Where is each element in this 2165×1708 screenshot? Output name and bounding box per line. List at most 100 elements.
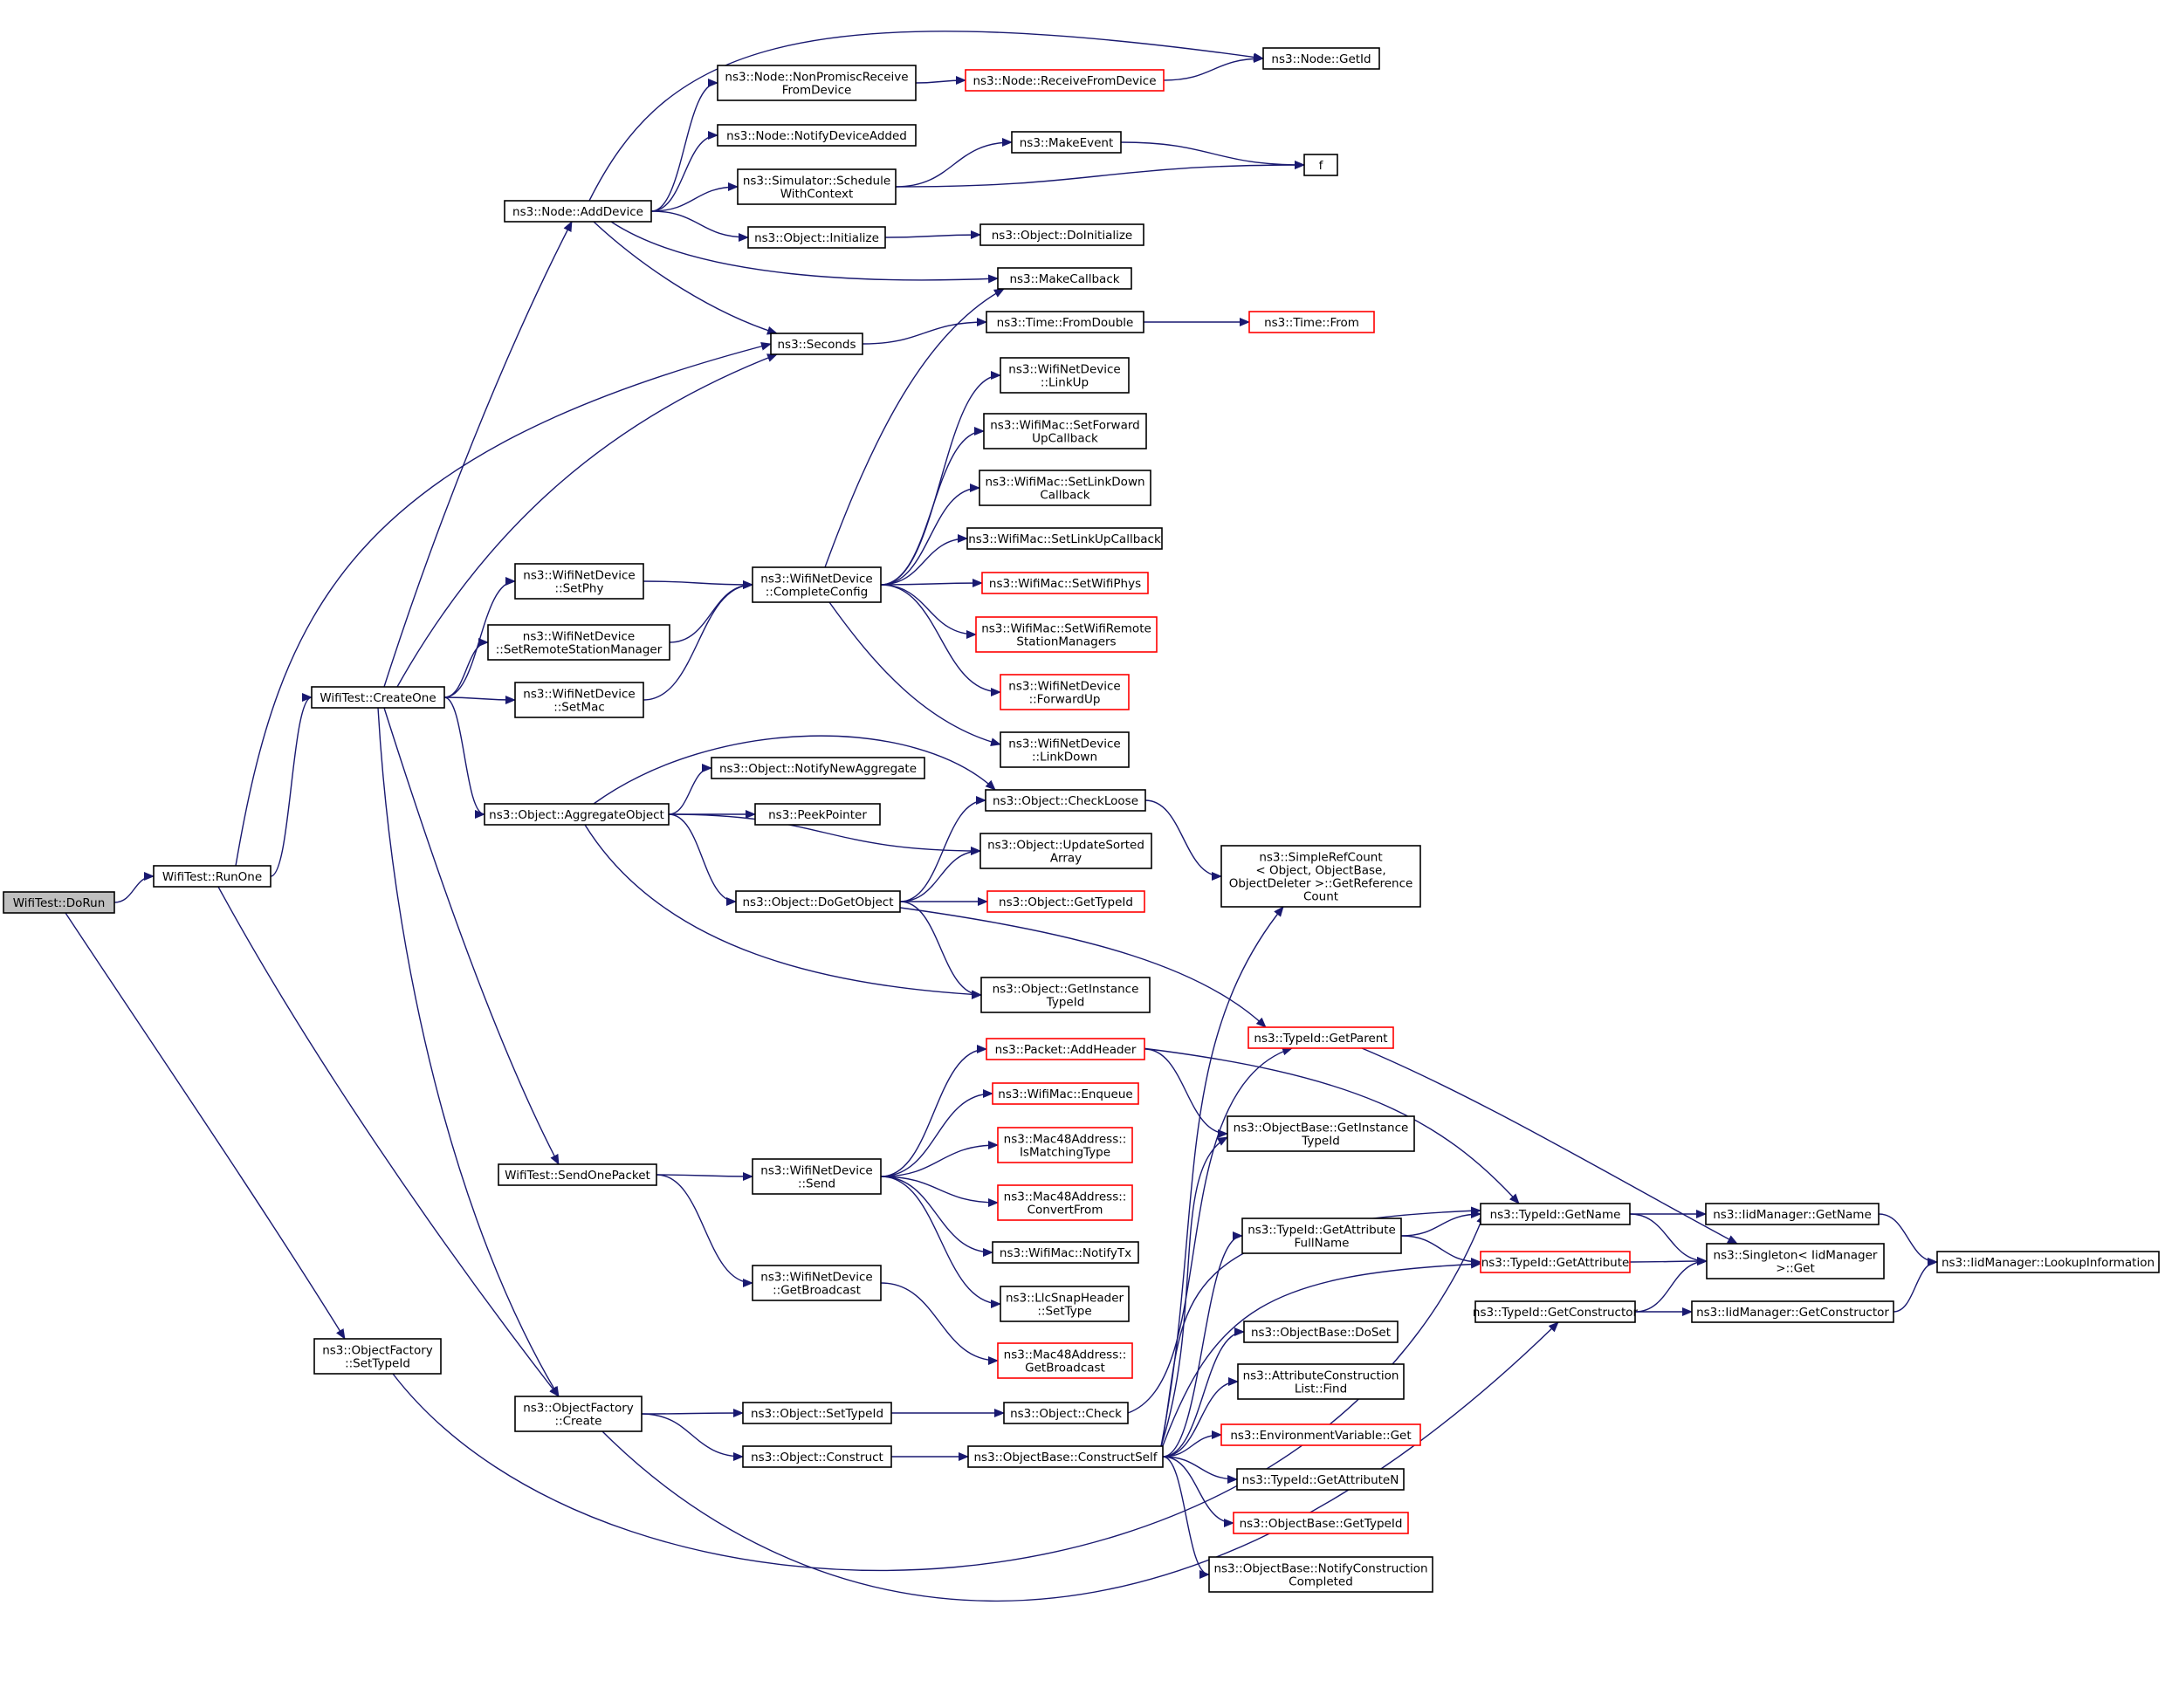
node-node-getid[interactable]: ns3::Node::GetId: [1262, 47, 1380, 70]
node-typeid-getparent[interactable]: ns3::TypeId::GetParent: [1247, 1026, 1394, 1049]
node-objectbase-constructself[interactable]: ns3::ObjectBase::ConstructSelf: [967, 1445, 1164, 1468]
node-wifitest-createone[interactable]: WifiTest::CreateOne: [311, 686, 445, 709]
node-simplerefcount[interactable]: ns3::SimpleRefCount< Object, ObjectBase,…: [1220, 845, 1421, 908]
node-box: [752, 1265, 882, 1301]
node-wifimac-setwifiphys[interactable]: ns3::WifiMac::SetWifiPhys: [981, 572, 1149, 594]
node-box: [986, 1038, 1145, 1060]
node-wifimac-notifytx[interactable]: ns3::WifiMac::NotifyTx: [992, 1241, 1139, 1264]
node-typeid-getconstructor[interactable]: ns3::TypeId::GetConstructor: [1473, 1300, 1639, 1323]
node-wifitest-sendonepacket[interactable]: WifiTest::SendOnePacket: [498, 1163, 657, 1186]
node-mac48-getbroadcast[interactable]: ns3::Mac48Address::GetBroadcast: [997, 1342, 1133, 1379]
node-environmentvariable-get[interactable]: ns3::EnvironmentVariable::Get: [1220, 1423, 1421, 1446]
node-label: f: [1319, 159, 1324, 173]
call-edge-simulator_schedulewithcontext-to-f: [895, 161, 1305, 188]
node-box: [1262, 47, 1380, 70]
node-wnd-send[interactable]: ns3::WifiNetDevice::Send: [752, 1158, 882, 1195]
node-iidmanager-getconstructor[interactable]: ns3::IidManager::GetConstructor: [1691, 1300, 1894, 1323]
node-wnd-forwardup[interactable]: ns3::WifiNetDevice::ForwardUp: [1000, 674, 1130, 710]
node-llcsnap-settype[interactable]: ns3::LlcSnapHeader::SetType: [1000, 1286, 1130, 1322]
node-time-fromdouble[interactable]: ns3::Time::FromDouble: [986, 311, 1144, 333]
node-box: [1480, 1251, 1631, 1273]
node-object-construct[interactable]: ns3::Object::Construct: [742, 1445, 892, 1468]
node-box: [992, 1082, 1139, 1105]
node-object-aggregate[interactable]: ns3::Object::AggregateObject: [484, 803, 670, 826]
node-mac48-convertfrom[interactable]: ns3::Mac48Address::ConvertFrom: [997, 1184, 1133, 1221]
node-label: IsMatchingType: [1020, 1146, 1110, 1160]
node-time-from[interactable]: ns3::Time::From: [1248, 311, 1375, 333]
node-wifimac-setlinkupcallback[interactable]: ns3::WifiMac::SetLinkUpCallback: [966, 527, 1163, 550]
node-iidmanager-getname[interactable]: ns3::IidManager::GetName: [1705, 1203, 1880, 1225]
node-node-adddevice[interactable]: ns3::Node::AddDevice: [504, 200, 652, 223]
call-edge-typeid_getconstructor-to-singleton_get: [1634, 1257, 1708, 1313]
node-object-initialize[interactable]: ns3::Object::Initialize: [747, 226, 886, 249]
node-packet-addheader[interactable]: ns3::Packet::AddHeader: [986, 1038, 1145, 1060]
node-objectfactory-create[interactable]: ns3::ObjectFactory::Create: [514, 1396, 643, 1432]
node-wnd-setmac[interactable]: ns3::WifiNetDevice::SetMac: [514, 682, 644, 718]
node-mac48-ismatchingtype[interactable]: ns3::Mac48Address::IsMatchingType: [997, 1127, 1133, 1163]
node-typeid-getattribute[interactable]: ns3::TypeId::GetAttribute: [1480, 1251, 1631, 1273]
call-edge-objectbase_constructself-to-typeid_getattribute: [1160, 1259, 1481, 1451]
node-label: ns3::Object::CheckLoose: [993, 794, 1138, 808]
node-iidmanager-lookupinformation[interactable]: ns3::IidManager::LookupInformation: [1936, 1251, 2160, 1273]
call-edge-node_receivefromdevice-to-node_getid: [1163, 54, 1264, 81]
node-wifitest-runone[interactable]: WifiTest::RunOne: [153, 865, 271, 888]
node-objectbase-doset[interactable]: ns3::ObjectBase::DoSet: [1243, 1320, 1399, 1343]
node-wnd-getbroadcast[interactable]: ns3::WifiNetDevice::GetBroadcast: [752, 1265, 882, 1301]
node-objectfactory-settypeid[interactable]: ns3::ObjectFactory::SetTypeId: [313, 1338, 442, 1375]
node-box: [1480, 1203, 1631, 1225]
node-objectbase-gettypeid[interactable]: ns3::ObjectBase::GetTypeId: [1233, 1512, 1409, 1534]
node-label: ns3::WifiNetDevice: [1008, 680, 1120, 694]
call-edge-wnd_completeconfig-to-wifimac_setforwardupcallback: [880, 427, 985, 586]
node-box: [979, 470, 1151, 506]
call-edge-objectbase_constructself-to-attrconstructionlist_find: [1162, 1377, 1239, 1458]
call-edge-object_aggregate-to-object_dogetobject: [668, 813, 737, 906]
node-peekpointer[interactable]: ns3::PeekPointer: [754, 803, 881, 826]
node-typeid-getattributen[interactable]: ns3::TypeId::GetAttributeN: [1236, 1468, 1405, 1491]
node-box: [742, 1445, 892, 1468]
node-object-gettypeid[interactable]: ns3::Object::GetTypeId: [986, 890, 1145, 913]
node-singleton-get[interactable]: ns3::Singleton< IidManager>::Get: [1706, 1243, 1885, 1279]
node-box: [997, 267, 1132, 290]
node-wnd-setremote[interactable]: ns3::WifiNetDevice::SetRemoteStationMana…: [487, 624, 670, 661]
node-wnd-completeconfig[interactable]: ns3::WifiNetDevice::CompleteConfig: [752, 566, 882, 603]
call-edge-objectbase_constructself-to-objectbase_notifyconstruction: [1162, 1456, 1210, 1579]
node-seconds[interactable]: ns3::Seconds: [770, 333, 863, 355]
node-wifimac-setwifiremote[interactable]: ns3::WifiMac::SetWifiRemoteStationManage…: [975, 616, 1158, 653]
node-node-notifydeviceadded[interactable]: ns3::Node::NotifyDeviceAdded: [717, 124, 917, 147]
node-object-checkloose[interactable]: ns3::Object::CheckLoose: [985, 789, 1146, 812]
node-label: ns3::WifiNetDevice: [523, 688, 635, 702]
node-makecallback[interactable]: ns3::MakeCallback: [997, 267, 1132, 290]
node-wnd-linkup[interactable]: ns3::WifiNetDevice::LinkUp: [1000, 357, 1130, 394]
node-object-notifynewaggregate[interactable]: ns3::Object::NotifyNewAggregate: [711, 757, 925, 779]
node-object-check[interactable]: ns3::Object::Check: [1003, 1402, 1129, 1424]
node-wifimac-enqueue[interactable]: ns3::WifiMac::Enqueue: [992, 1082, 1139, 1105]
node-object-dogetobject[interactable]: ns3::Object::DoGetObject: [735, 890, 901, 913]
node-f[interactable]: f: [1303, 154, 1338, 176]
node-box: [1011, 131, 1122, 154]
node-node-receivefromdevice[interactable]: ns3::Node::ReceiveFromDevice: [965, 69, 1165, 92]
call-edge-object_checkloose-to-simplerefcount: [1144, 799, 1222, 881]
node-makeevent[interactable]: ns3::MakeEvent: [1011, 131, 1122, 154]
node-objectbase-notifyconstruction[interactable]: ns3::ObjectBase::NotifyConstructionCompl…: [1208, 1556, 1433, 1593]
node-label: ns3::Node::GetId: [1271, 52, 1371, 66]
node-label: ns3::WifiMac::NotifyTx: [1000, 1246, 1131, 1260]
node-wnd-linkdown[interactable]: ns3::WifiNetDevice::LinkDown: [1000, 731, 1130, 768]
node-object-settypeid[interactable]: ns3::Object::SetTypeId: [742, 1402, 892, 1424]
node-label: ns3::Object::DoInitialize: [992, 229, 1133, 243]
node-box: [966, 527, 1163, 550]
node-typeid-getname[interactable]: ns3::TypeId::GetName: [1480, 1203, 1631, 1225]
node-wifitest-dorun[interactable]: WifiTest::DoRun: [3, 891, 115, 914]
node-wnd-setphy[interactable]: ns3::WifiNetDevice::SetPhy: [514, 563, 644, 600]
call-edge-simulator_schedulewithcontext-to-makeevent: [895, 138, 1013, 188]
node-box: [997, 1127, 1133, 1163]
node-object-doinitialize[interactable]: ns3::Object::DoInitialize: [979, 223, 1144, 246]
